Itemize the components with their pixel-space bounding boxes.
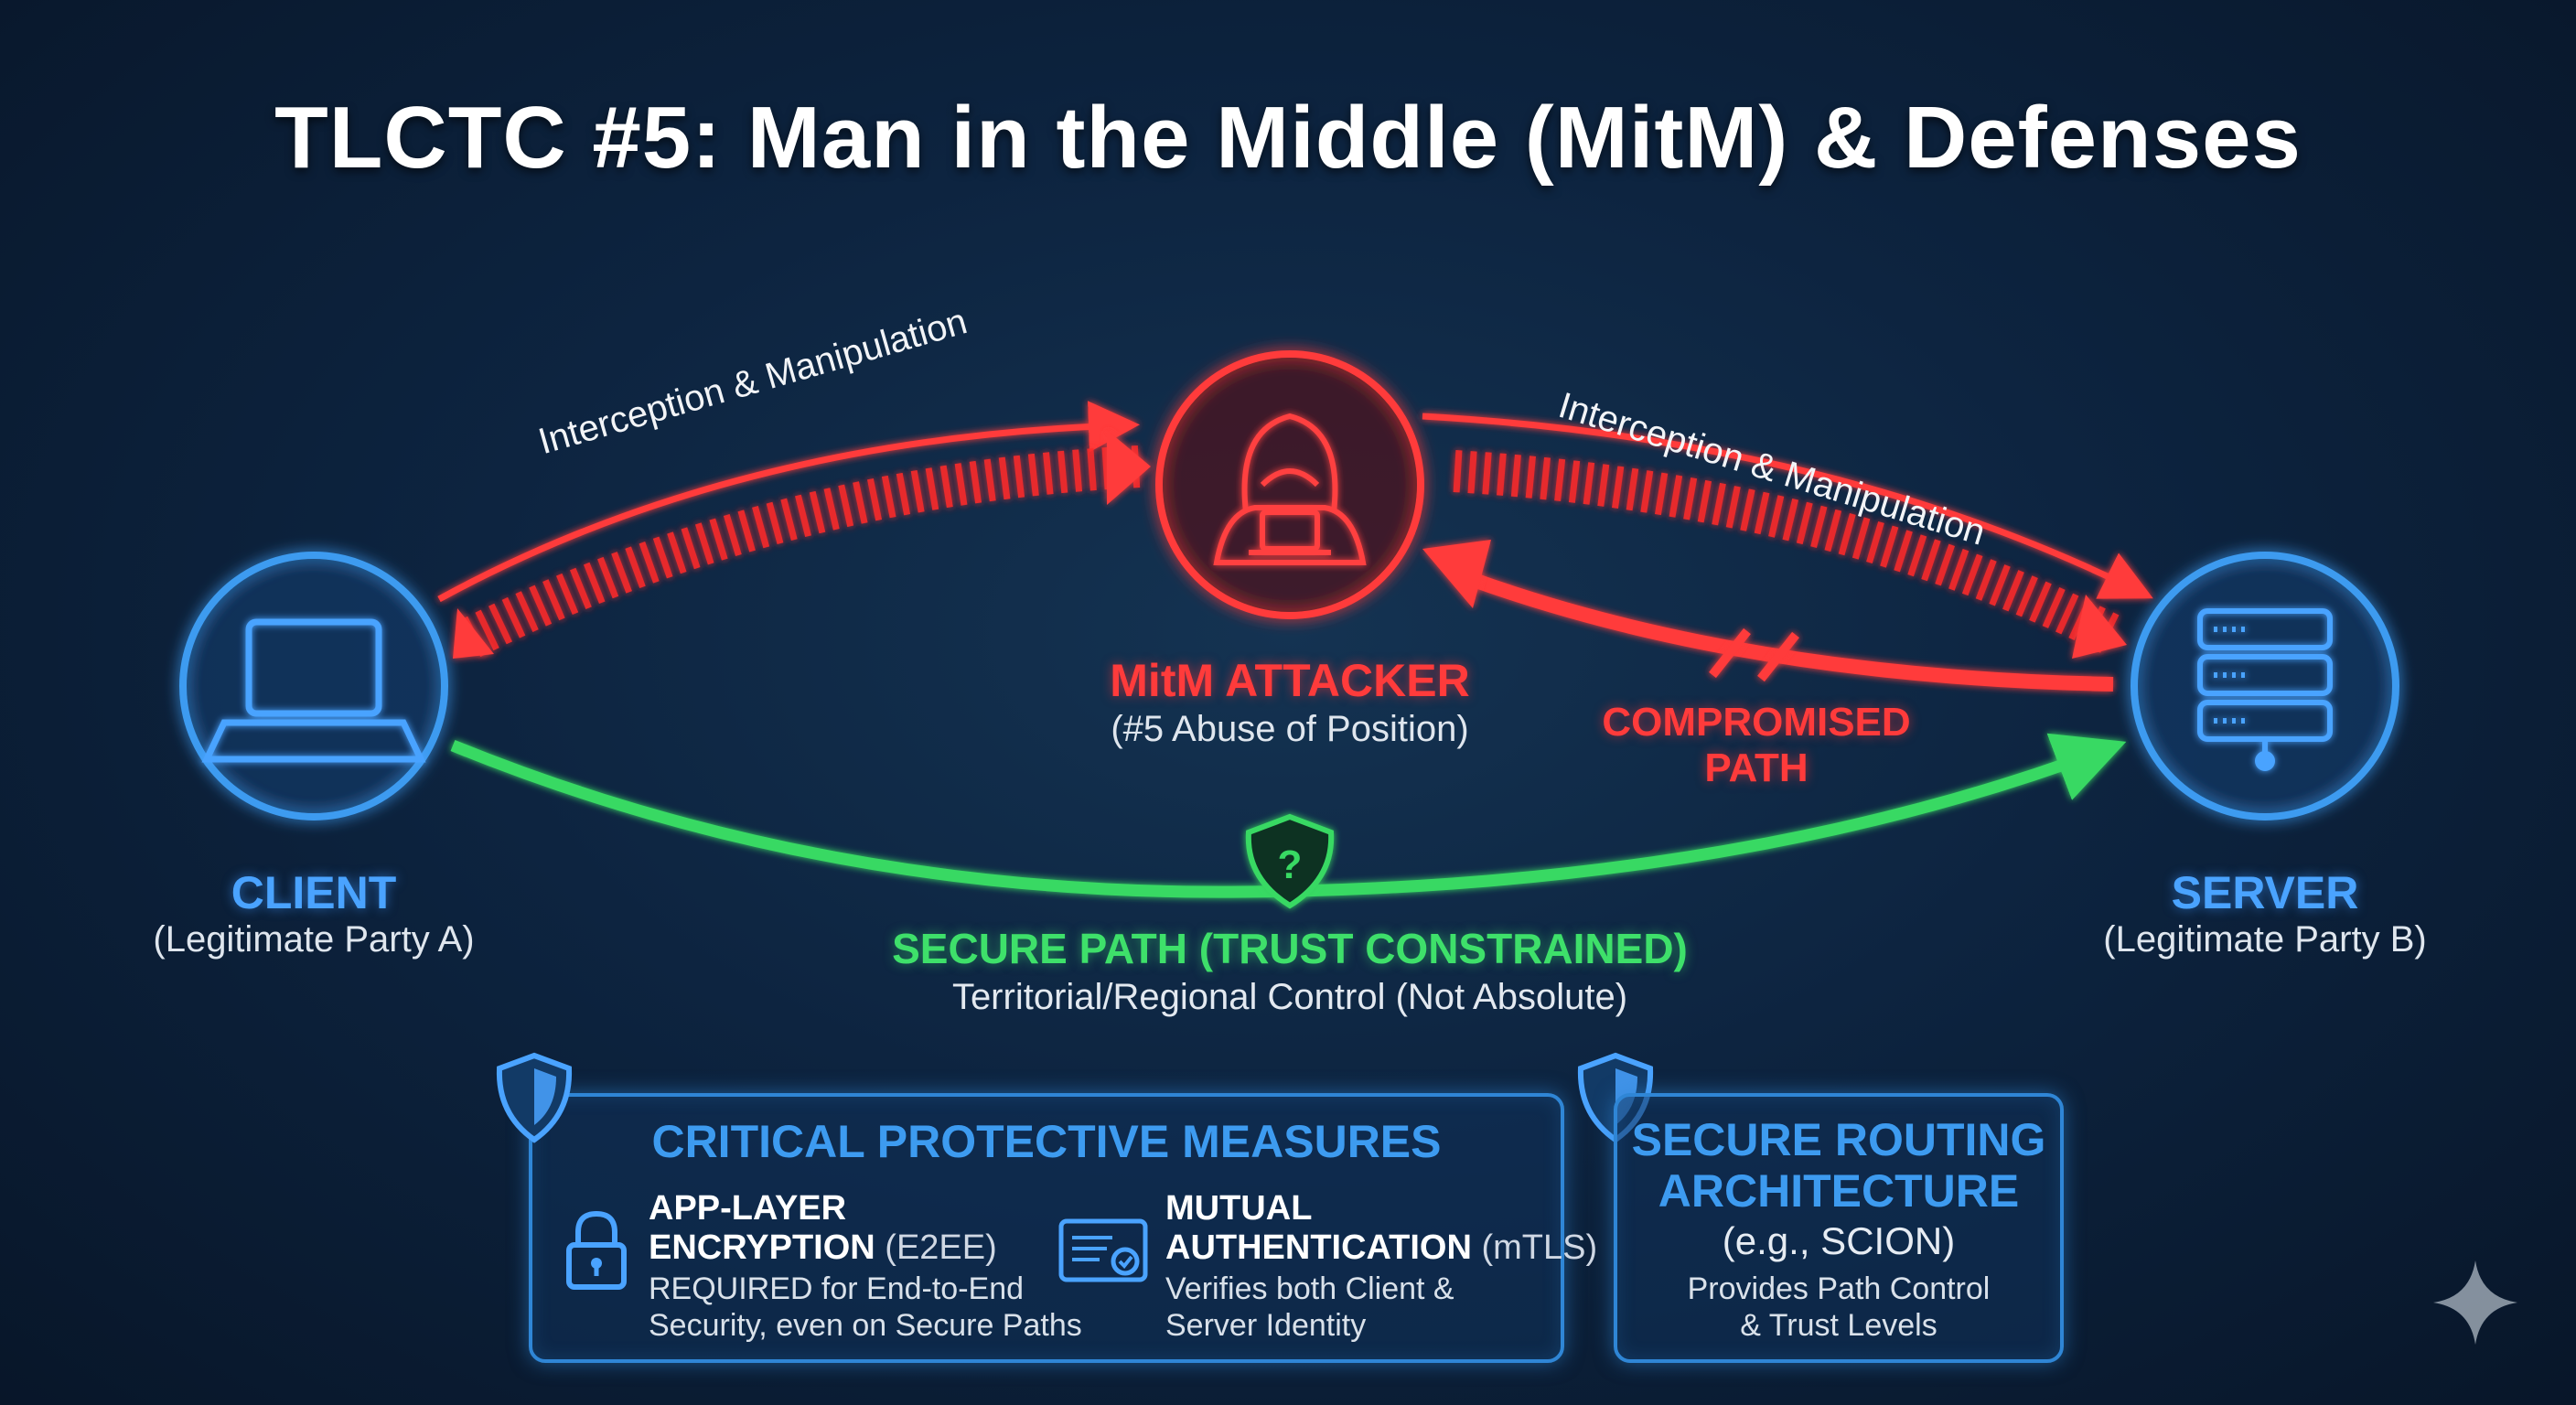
attacker-to-server-arrow <box>1422 413 2153 599</box>
compromised-path-arrow <box>1461 569 2114 692</box>
measure-mtls-abbr: (mTLS) <box>1481 1228 1598 1267</box>
measure-mtls-desc-line2: Server Identity <box>1165 1308 1367 1343</box>
client-to-attacker-arrow <box>437 401 1140 603</box>
client-label: CLIENT <box>231 867 397 918</box>
measure-e2ee-title-line1: APP-LAYER <box>649 1189 847 1228</box>
server-label: SERVER <box>2171 867 2359 918</box>
svg-text:?: ? <box>1278 842 1303 887</box>
measure-e2ee-abbr: (E2EE) <box>885 1228 997 1267</box>
client-sublabel: (Legitimate Party A) <box>153 919 475 960</box>
shield-question-icon: ? <box>1245 813 1335 909</box>
protective-measures-panel: CRITICAL PROTECTIVE MEASURES APP-LAYER E… <box>529 1093 1597 1363</box>
measure-mtls-desc-line1: Verifies both Client & <box>1165 1271 1454 1306</box>
attacker-node <box>1155 350 1424 619</box>
server-sublabel: (Legitimate Party B) <box>2103 919 2427 960</box>
measure-e2ee-desc-line2: Security, even on Secure Paths <box>649 1308 1082 1343</box>
measure-e2ee-title-line2: ENCRYPTION (E2EE) <box>649 1228 997 1268</box>
routing-desc-line1: Provides Path Control <box>1687 1271 1991 1306</box>
shield-icon <box>496 1052 573 1143</box>
left-dotted-band-head-right <box>1107 430 1151 505</box>
left-dotted-band <box>456 445 1141 660</box>
sparkle-icon <box>2433 1260 2517 1345</box>
compromised-label-line1: COMPROMISED <box>1602 700 1911 745</box>
hooded-hacker-icon <box>1213 413 1367 565</box>
right-dotted-band <box>1453 450 2123 655</box>
secure-path-sublabel: Territorial/Regional Control (Not Absolu… <box>951 977 1628 1017</box>
left-dotted-band-head-left <box>453 608 494 659</box>
attacker-label: MitM ATTACKER <box>1110 655 1470 706</box>
broken-link-mark <box>1709 627 1799 682</box>
measure-mtls-title-word: AUTHENTICATION <box>1165 1228 1472 1267</box>
routing-desc-line2: & Trust Levels <box>1740 1308 1937 1343</box>
client-node <box>179 552 448 820</box>
measure-mtls-title-line2: AUTHENTICATION (mTLS) <box>1165 1228 1597 1268</box>
attacker-sublabel: (#5 Abuse of Position) <box>1111 709 1469 749</box>
measure-mtls-title-line1: MUTUAL <box>1165 1189 1313 1228</box>
secure-path-title: SECURE PATH (TRUST CONSTRAINED) <box>892 925 1688 972</box>
secure-path-arrow <box>450 733 2127 898</box>
padlock-icon <box>566 1210 627 1290</box>
compromised-label-line2: PATH <box>1704 745 1809 790</box>
measure-e2ee-title-word: ENCRYPTION <box>649 1228 875 1267</box>
compromised-path-arrowhead <box>1422 540 1491 608</box>
routing-title-line1: SECURE ROUTING <box>1631 1114 2046 1165</box>
measure-e2ee-desc-line1: REQUIRED for End-to-End <box>649 1271 1025 1306</box>
secure-routing-panel: SECURE ROUTING ARCHITECTURE (e.g., SCION… <box>1614 1093 2064 1363</box>
server-icon <box>2197 608 2333 771</box>
routing-title-line2: ARCHITECTURE <box>1658 1165 2020 1217</box>
laptop-icon <box>201 618 426 763</box>
certificate-icon <box>1058 1218 1148 1282</box>
routing-example: (e.g., SCION) <box>1722 1219 1956 1262</box>
right-dotted-band-head <box>2072 595 2127 659</box>
server-node <box>2131 552 2399 820</box>
protective-measures-title: CRITICAL PROTECTIVE MEASURES <box>651 1116 1442 1167</box>
page-title: TLCTC #5: Man in the Middle (MitM) & Def… <box>274 89 2302 187</box>
